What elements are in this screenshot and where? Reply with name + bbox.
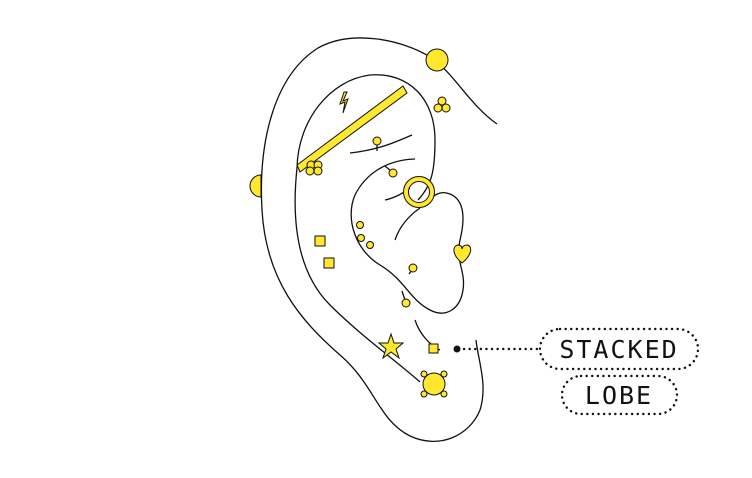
rook-barbell — [372, 136, 382, 151]
conch-cluster — [356, 221, 374, 249]
helix-stud — [425, 48, 449, 72]
ear-outline — [260, 37, 498, 442]
heart-stud — [453, 244, 472, 264]
label-lobe: LOBE — [585, 381, 653, 410]
lobe-barbell — [401, 290, 411, 308]
callout-dot — [453, 345, 461, 353]
square-stud-2 — [323, 257, 335, 269]
tragus-barbell — [384, 165, 398, 178]
antitragus-barbell — [408, 263, 418, 275]
flower-stud — [305, 160, 323, 176]
square-stud-1 — [314, 235, 326, 247]
piercing-jewelry — [249, 48, 472, 398]
label-stacked: STACKED — [559, 335, 678, 364]
lobe-edge-stud — [249, 174, 262, 198]
callout: STACKED LOBE — [453, 327, 700, 416]
label-pill-2 — [560, 374, 679, 416]
trinity-stud — [433, 96, 451, 113]
label-pill-1 — [538, 327, 700, 371]
large-prong-stud — [420, 370, 448, 398]
star-stud — [377, 332, 405, 360]
lightning-bolt-stud — [339, 91, 349, 114]
industrial-bar — [296, 85, 408, 173]
small-square-stud — [428, 343, 439, 354]
